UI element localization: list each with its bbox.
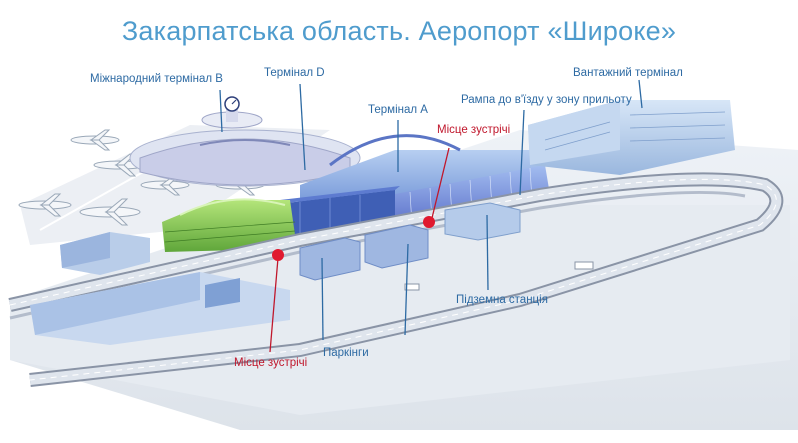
label-international-terminal-b: Міжнародний термінал B [90, 73, 223, 85]
lower-terminal-building [30, 272, 290, 345]
label-terminal-a: Термінал А [368, 104, 428, 116]
terminal-b-hall [162, 198, 296, 252]
small-building-left [60, 232, 150, 275]
label-underground-station: Підземна станція [456, 294, 548, 306]
leader-lines [219, 79, 643, 341]
parking-buildings [299, 224, 429, 281]
underground-station-building [444, 202, 521, 241]
label-parking: Паркінги [323, 347, 369, 359]
cargo-terminal-building [528, 100, 735, 175]
terminal-b-building [129, 96, 361, 187]
label-meeting-point-upper: Місце зустрічі [437, 124, 511, 136]
meeting-point-marker-upper [423, 216, 435, 228]
meeting-point-marker-lower [272, 249, 284, 261]
vehicles [404, 261, 594, 291]
label-terminal-d: Термінал D [264, 67, 325, 79]
meeting-leader-lines [269, 147, 450, 353]
label-meeting-point-lower: Місце зустрічі [234, 357, 308, 369]
page-title: Закарпатська область. Аеропорт «Широке» [121, 16, 677, 46]
elevated-road [8, 172, 784, 387]
label-cargo-terminal: Вантажний термінал [573, 67, 683, 79]
label-arrival-ramp: Рампа до в'їзду у зону прильоту [461, 94, 632, 106]
